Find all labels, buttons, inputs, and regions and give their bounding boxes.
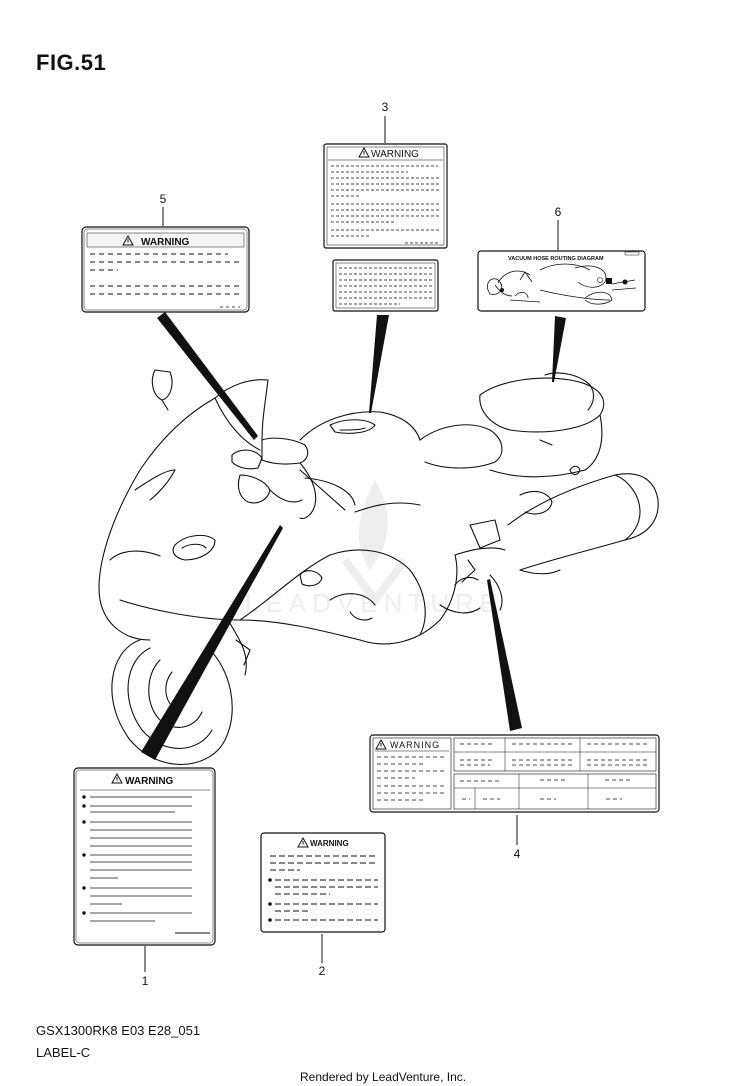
label-2: WARNING: [260, 832, 386, 933]
label-3b: [332, 259, 439, 312]
callout-6: 6: [555, 205, 562, 219]
label-4-warning: WARNING: [390, 740, 440, 750]
label-6: VACUUM HOSE ROUTING DIAGRAM: [477, 250, 646, 312]
callout-1: 1: [142, 974, 149, 988]
leader-lines: [144, 116, 559, 972]
callout-2: 2: [319, 964, 326, 978]
label-6-title: VACUUM HOSE ROUTING DIAGRAM: [508, 256, 604, 262]
label-2-warning: WARNING: [310, 839, 349, 848]
pointer-4: [487, 579, 522, 731]
label-3: WARNING: [323, 143, 448, 249]
pointer-wedges: [141, 312, 566, 760]
label-1-warning: WARNING: [125, 776, 174, 787]
callout-5: 5: [160, 192, 167, 206]
label-4: WARNING: [369, 734, 660, 813]
pointer-3: [369, 315, 389, 413]
pointer-1: [141, 525, 283, 760]
figure-label: LABEL-C: [36, 1045, 91, 1060]
pointer-5: [157, 312, 258, 440]
label-5-warning: WARNING: [141, 237, 190, 248]
figure-title: FIG.51: [36, 50, 107, 75]
callout-3: 3: [382, 100, 389, 114]
callout-numbers: 1 2 3 4 5 6: [142, 100, 562, 988]
figure-code: GSX1300RK8 E03 E28_051: [36, 1023, 201, 1038]
motorcycle-drawing: [98, 369, 659, 765]
watermark-text: LEADVENTURE: [245, 588, 503, 618]
rendered-by: Rendered by LeadVenture, Inc.: [300, 1070, 467, 1084]
label-1: WARNING: [73, 767, 216, 946]
pointer-6: [552, 316, 566, 382]
watermark: LEADVENTURE: [245, 480, 503, 618]
label-3-warning: WARNING: [371, 149, 419, 160]
label-5: WARNING: [81, 226, 250, 313]
callout-4: 4: [514, 847, 521, 861]
